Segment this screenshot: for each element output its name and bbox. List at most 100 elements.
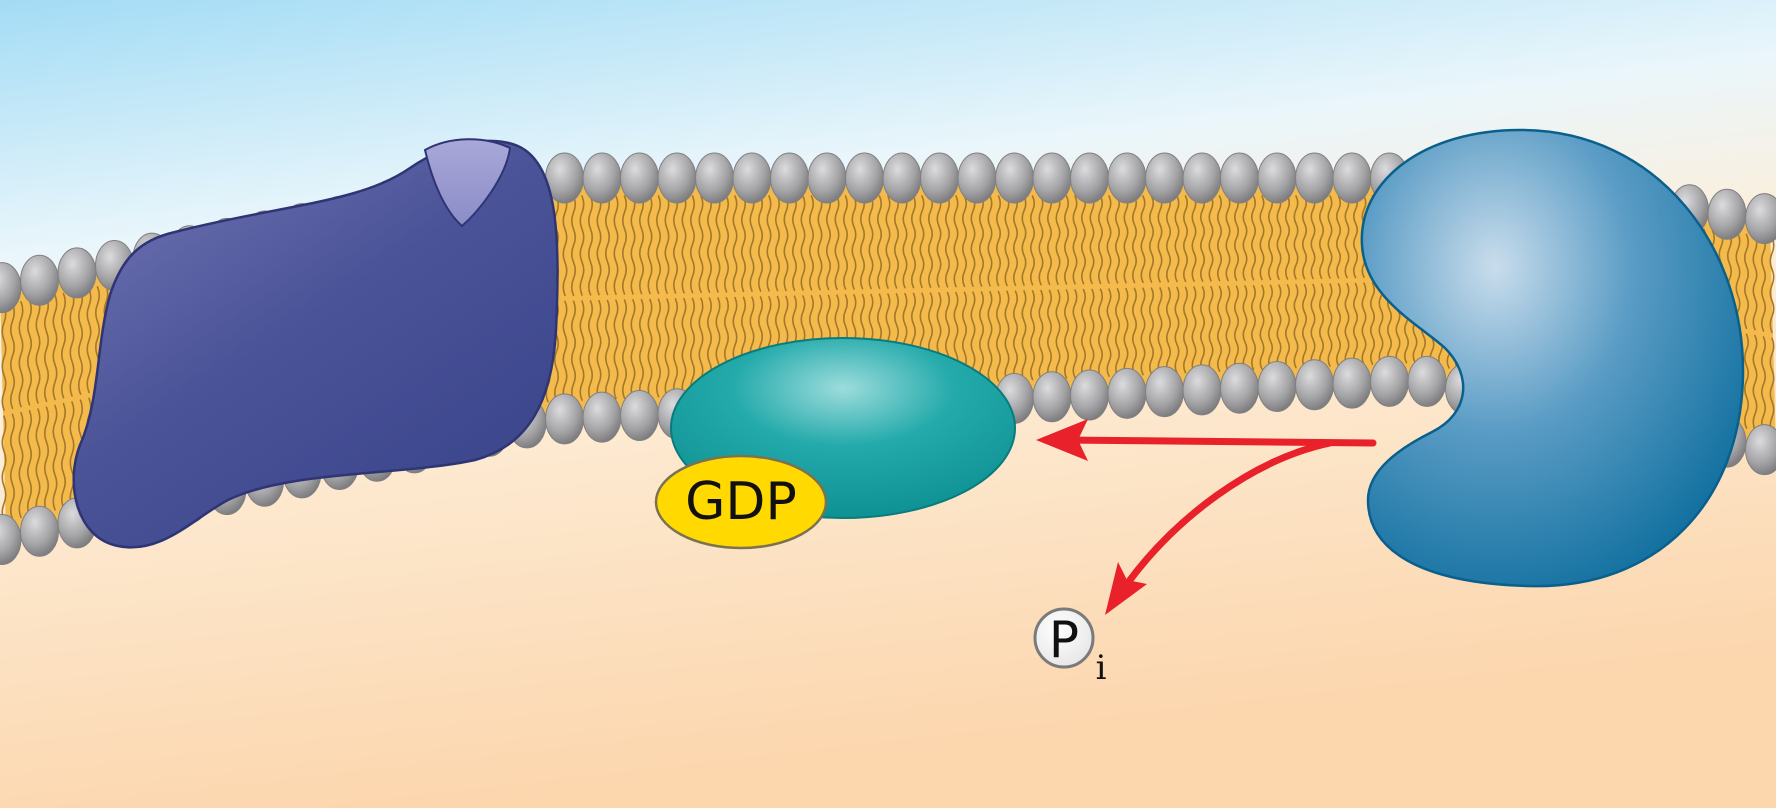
lipid-tail: [596, 299, 602, 401]
lipid-tail: [987, 195, 993, 287]
lipid-tail: [672, 298, 679, 397]
lipid-head: [582, 152, 622, 204]
lipid-tail: [1157, 287, 1163, 375]
lipid-head: [0, 514, 22, 566]
lipid-tail: [953, 195, 959, 288]
lipid-tail: [1769, 236, 1775, 334]
lipid-tail: [1046, 289, 1053, 380]
lipid-tail: [1021, 290, 1027, 381]
lipid-tail: [35, 408, 41, 515]
lipid-tail: [1055, 195, 1061, 286]
lipid-tail: [1140, 195, 1146, 284]
lipid-tail: [1157, 195, 1163, 283]
lipid-tail: [1012, 290, 1019, 382]
arrow-to-phosphate-head: [1105, 562, 1147, 615]
lipid-tail: [43, 406, 50, 513]
lipid-tail: [638, 195, 645, 295]
lipid-tail: [1284, 284, 1291, 369]
phosphate-label: P: [1049, 611, 1079, 669]
lipid-tail: [1743, 333, 1750, 429]
lipid-tail: [587, 300, 594, 401]
lipid-tail: [587, 195, 594, 296]
lipid-tail: [1063, 289, 1070, 379]
lipid-head: [1332, 152, 1372, 204]
lipid-tail: [1182, 286, 1189, 374]
lipid-head: [57, 247, 97, 299]
lipid-tail: [706, 195, 713, 293]
lipid-tail: [698, 195, 704, 294]
arrow-to-phosphate-curve: [1126, 439, 1334, 584]
lipid-tail: [851, 195, 857, 290]
lipid-tail: [1055, 289, 1061, 380]
lipid-head: [1032, 371, 1072, 423]
lipid-tail: [638, 298, 645, 399]
lipid-tail: [842, 195, 849, 290]
lipid-head: [957, 152, 997, 204]
lipid-head: [1182, 152, 1222, 204]
lipid-head: [582, 391, 622, 443]
lipid-tail: [978, 291, 985, 383]
lipid-tail: [60, 402, 67, 509]
lipid-tail: [43, 296, 50, 403]
lipid-tail: [1361, 282, 1367, 366]
lipid-tail: [1089, 288, 1095, 378]
lipid-head: [1257, 361, 1297, 412]
hydrolysis-arrow: [1036, 419, 1377, 615]
lipid-tail: [732, 195, 738, 293]
lipid-tail: [604, 299, 611, 400]
lipid-tail: [1038, 195, 1044, 286]
phosphate-circle: [1033, 607, 1095, 669]
lipid-tail: [1106, 288, 1112, 377]
lipid-tail: [1114, 195, 1121, 284]
lipid-tail: [927, 195, 934, 288]
lipid-tail: [1191, 286, 1197, 374]
lipid-tail: [1318, 283, 1325, 368]
gdp-molecule: GDP: [654, 454, 828, 550]
lipid-tail: [1335, 283, 1342, 367]
lipid-tail: [1293, 195, 1299, 280]
lipid-tail: [1012, 195, 1019, 286]
lipid-tail: [1174, 195, 1180, 283]
lipid-tail: [1, 304, 7, 411]
lipid-head: [732, 152, 772, 204]
ligand-binding-pocket: [423, 138, 512, 228]
lipid-head: [1407, 355, 1447, 407]
lipid-tail: [995, 290, 1002, 382]
lipid-tail: [1004, 290, 1010, 382]
lipid-tail: [970, 195, 976, 287]
lipid-tail: [1123, 287, 1129, 377]
phosphate-molecule: P i: [1033, 607, 1107, 688]
lipid-tail: [630, 195, 636, 295]
lipid-tail: [995, 195, 1002, 287]
lipid-tail: [647, 298, 653, 398]
lipid-tail: [1080, 195, 1087, 285]
lipid-tail: [1046, 195, 1053, 286]
lipid-tail: [1021, 195, 1027, 286]
lipid-head: [1295, 152, 1334, 204]
lipid-tail: [893, 195, 900, 289]
lipid-tail: [1029, 290, 1036, 381]
lipid-tail: [655, 195, 662, 295]
lipid-head: [1107, 367, 1147, 419]
lipid-head: [920, 152, 959, 204]
lipid-tail: [655, 298, 662, 398]
lipid-head: [1145, 366, 1184, 418]
lipid-tail: [1165, 195, 1172, 283]
lipid-head: [1220, 362, 1259, 414]
lipid-head: [882, 152, 922, 204]
lipid-head: [20, 505, 59, 557]
lipid-head: [620, 389, 659, 441]
gdp-label: GDP: [685, 472, 797, 532]
lipid-tail: [1165, 286, 1172, 375]
lipid-tail: [1276, 284, 1282, 370]
lipid-tail: [1276, 195, 1282, 281]
lipid-tail: [1029, 195, 1036, 286]
lipid-tail: [621, 195, 628, 295]
lipid-tail: [1335, 195, 1342, 279]
lipid-head: [1745, 193, 1776, 245]
lipid-tail: [689, 297, 696, 396]
lipid-tail: [902, 195, 908, 289]
lipid-head: [657, 152, 697, 204]
lipid-tail: [740, 195, 747, 293]
lipid-tail: [1114, 288, 1121, 377]
